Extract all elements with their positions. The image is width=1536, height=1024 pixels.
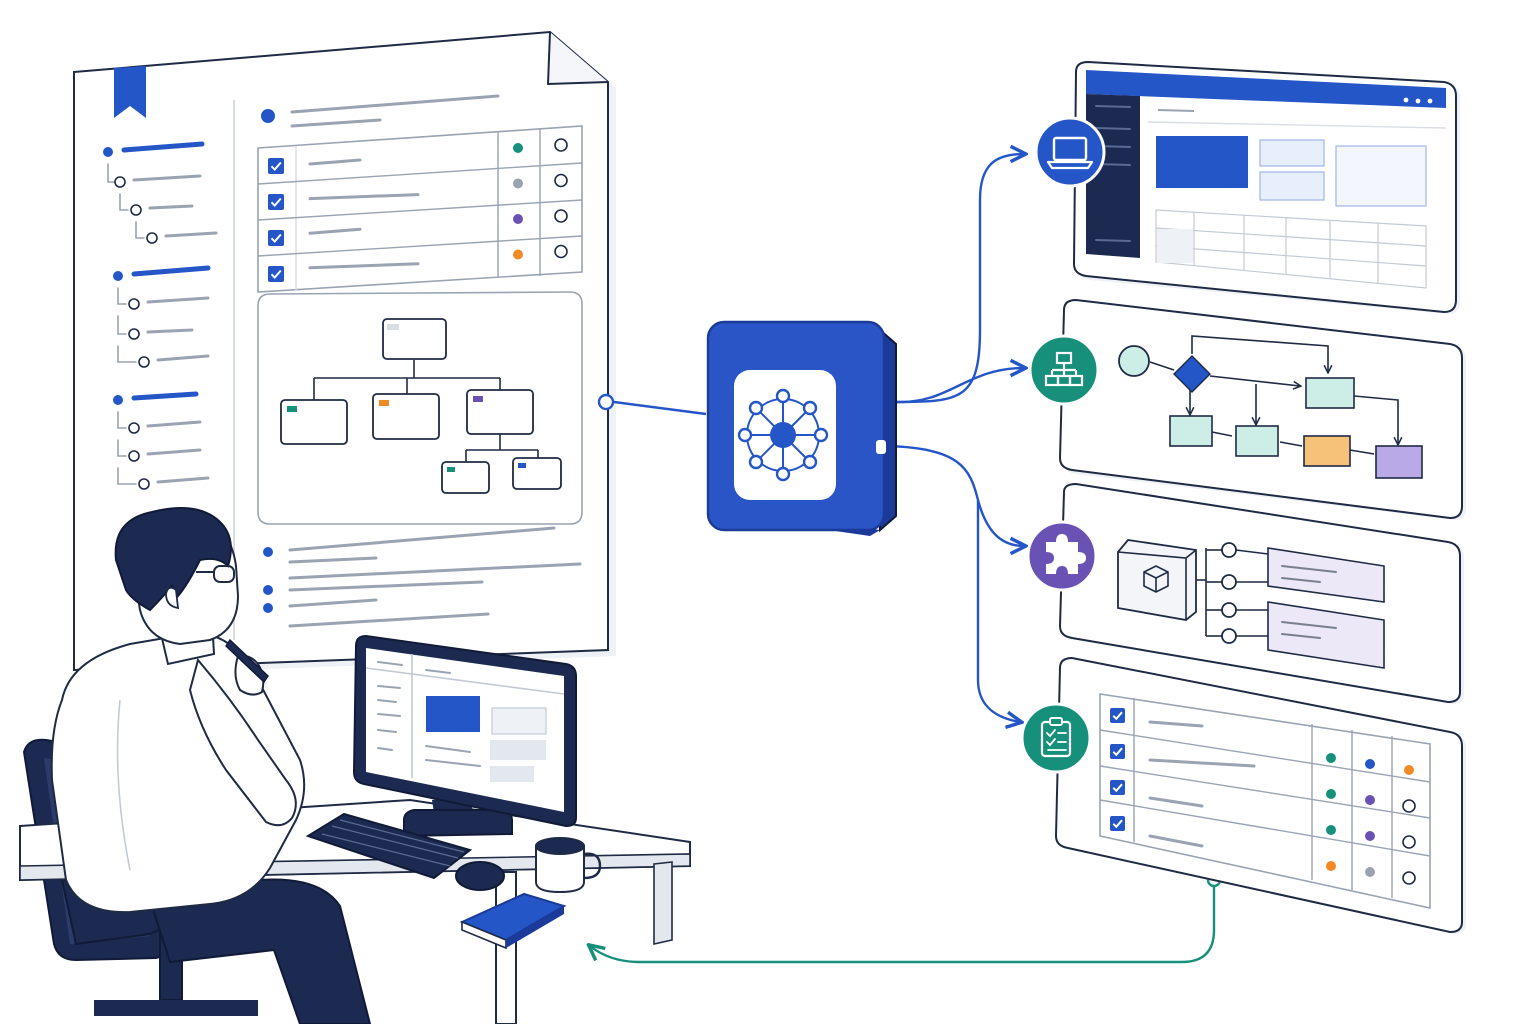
output-checklist-row — [1110, 780, 1416, 849]
person-hair — [114, 507, 232, 612]
empty-status-circle — [1402, 871, 1416, 885]
glasses-icon — [196, 565, 235, 583]
output-dashboard-panel — [1072, 60, 1460, 314]
person-legs — [148, 878, 372, 1024]
checkbox-checked-icon — [1110, 708, 1125, 723]
empty-status-circle — [554, 209, 568, 223]
network-graph-icon — [737, 388, 829, 482]
document-checklist-row — [268, 209, 568, 246]
document-checklist-row — [268, 173, 568, 210]
output-flowchart-panel — [1058, 298, 1466, 520]
output-checklist-panel — [1054, 656, 1466, 934]
desktop-monitor — [352, 634, 577, 838]
notebook-icon — [459, 892, 567, 950]
status-dot — [1365, 759, 1375, 769]
person-arm — [188, 657, 297, 827]
puzzle-piece-icon — [1026, 520, 1098, 592]
checkbox-checked-icon — [268, 194, 284, 210]
status-dot — [1365, 795, 1375, 805]
status-dot — [513, 143, 523, 153]
person-torso — [50, 630, 306, 914]
status-dot — [1404, 765, 1414, 775]
document-to-hub-connector — [597, 393, 707, 416]
status-dot — [1326, 861, 1336, 871]
hub-to-output-arrows — [885, 154, 1024, 722]
checkbox-checked-icon — [1110, 816, 1125, 831]
checkbox-checked-icon — [1110, 744, 1125, 759]
status-dot — [1326, 753, 1336, 763]
cube-icon — [1117, 539, 1197, 621]
outline-tree — [103, 141, 218, 490]
document-footer-bullets — [263, 526, 582, 628]
empty-status-circle — [554, 244, 568, 259]
clipboard-checklist-icon — [1020, 702, 1092, 774]
processing-hub — [706, 320, 897, 536]
documentation-page — [73, 30, 616, 676]
output-checklist-row — [1110, 708, 1414, 775]
document-folded-corner — [547, 31, 609, 85]
feedback-loop-arrow — [590, 872, 1222, 964]
empty-status-circle — [554, 173, 568, 188]
person-reviewing-documentation — [50, 507, 372, 1024]
document-checklist-table — [257, 125, 583, 293]
empty-status-circle — [1402, 799, 1416, 813]
document-checklist-rows — [268, 138, 568, 282]
hub-port — [876, 440, 886, 454]
status-dot — [513, 178, 523, 189]
status-dot — [1326, 789, 1336, 799]
empty-status-circle — [1402, 835, 1416, 849]
checkbox-checked-icon — [1110, 780, 1125, 795]
bookmark-icon — [114, 66, 146, 118]
laptop-icon — [1034, 116, 1106, 188]
document-checklist-row — [268, 244, 568, 282]
computer-mouse — [455, 861, 505, 891]
coffee-mug-icon — [535, 837, 602, 894]
person-ear — [165, 586, 180, 610]
status-dot — [1365, 831, 1375, 841]
output-checklist-rows — [1110, 708, 1416, 885]
output-checklist-row — [1110, 816, 1416, 885]
dashboard-table — [1155, 209, 1427, 289]
output-component-panel — [1058, 482, 1464, 704]
status-dot — [1326, 825, 1336, 835]
keyboard — [305, 812, 473, 880]
document-header — [261, 94, 500, 128]
sitemap-icon — [1028, 334, 1100, 406]
document-org-chart — [257, 291, 583, 525]
checkbox-checked-icon — [268, 158, 284, 174]
output-checklist-row — [1110, 744, 1416, 813]
document-checklist-row — [268, 138, 568, 174]
pen-icon — [225, 638, 269, 684]
checkbox-checked-icon — [268, 266, 284, 282]
status-dot — [513, 249, 523, 260]
status-dot — [1365, 867, 1375, 877]
status-dot — [513, 214, 523, 224]
checkbox-checked-icon — [268, 230, 284, 246]
empty-status-circle — [554, 138, 568, 152]
